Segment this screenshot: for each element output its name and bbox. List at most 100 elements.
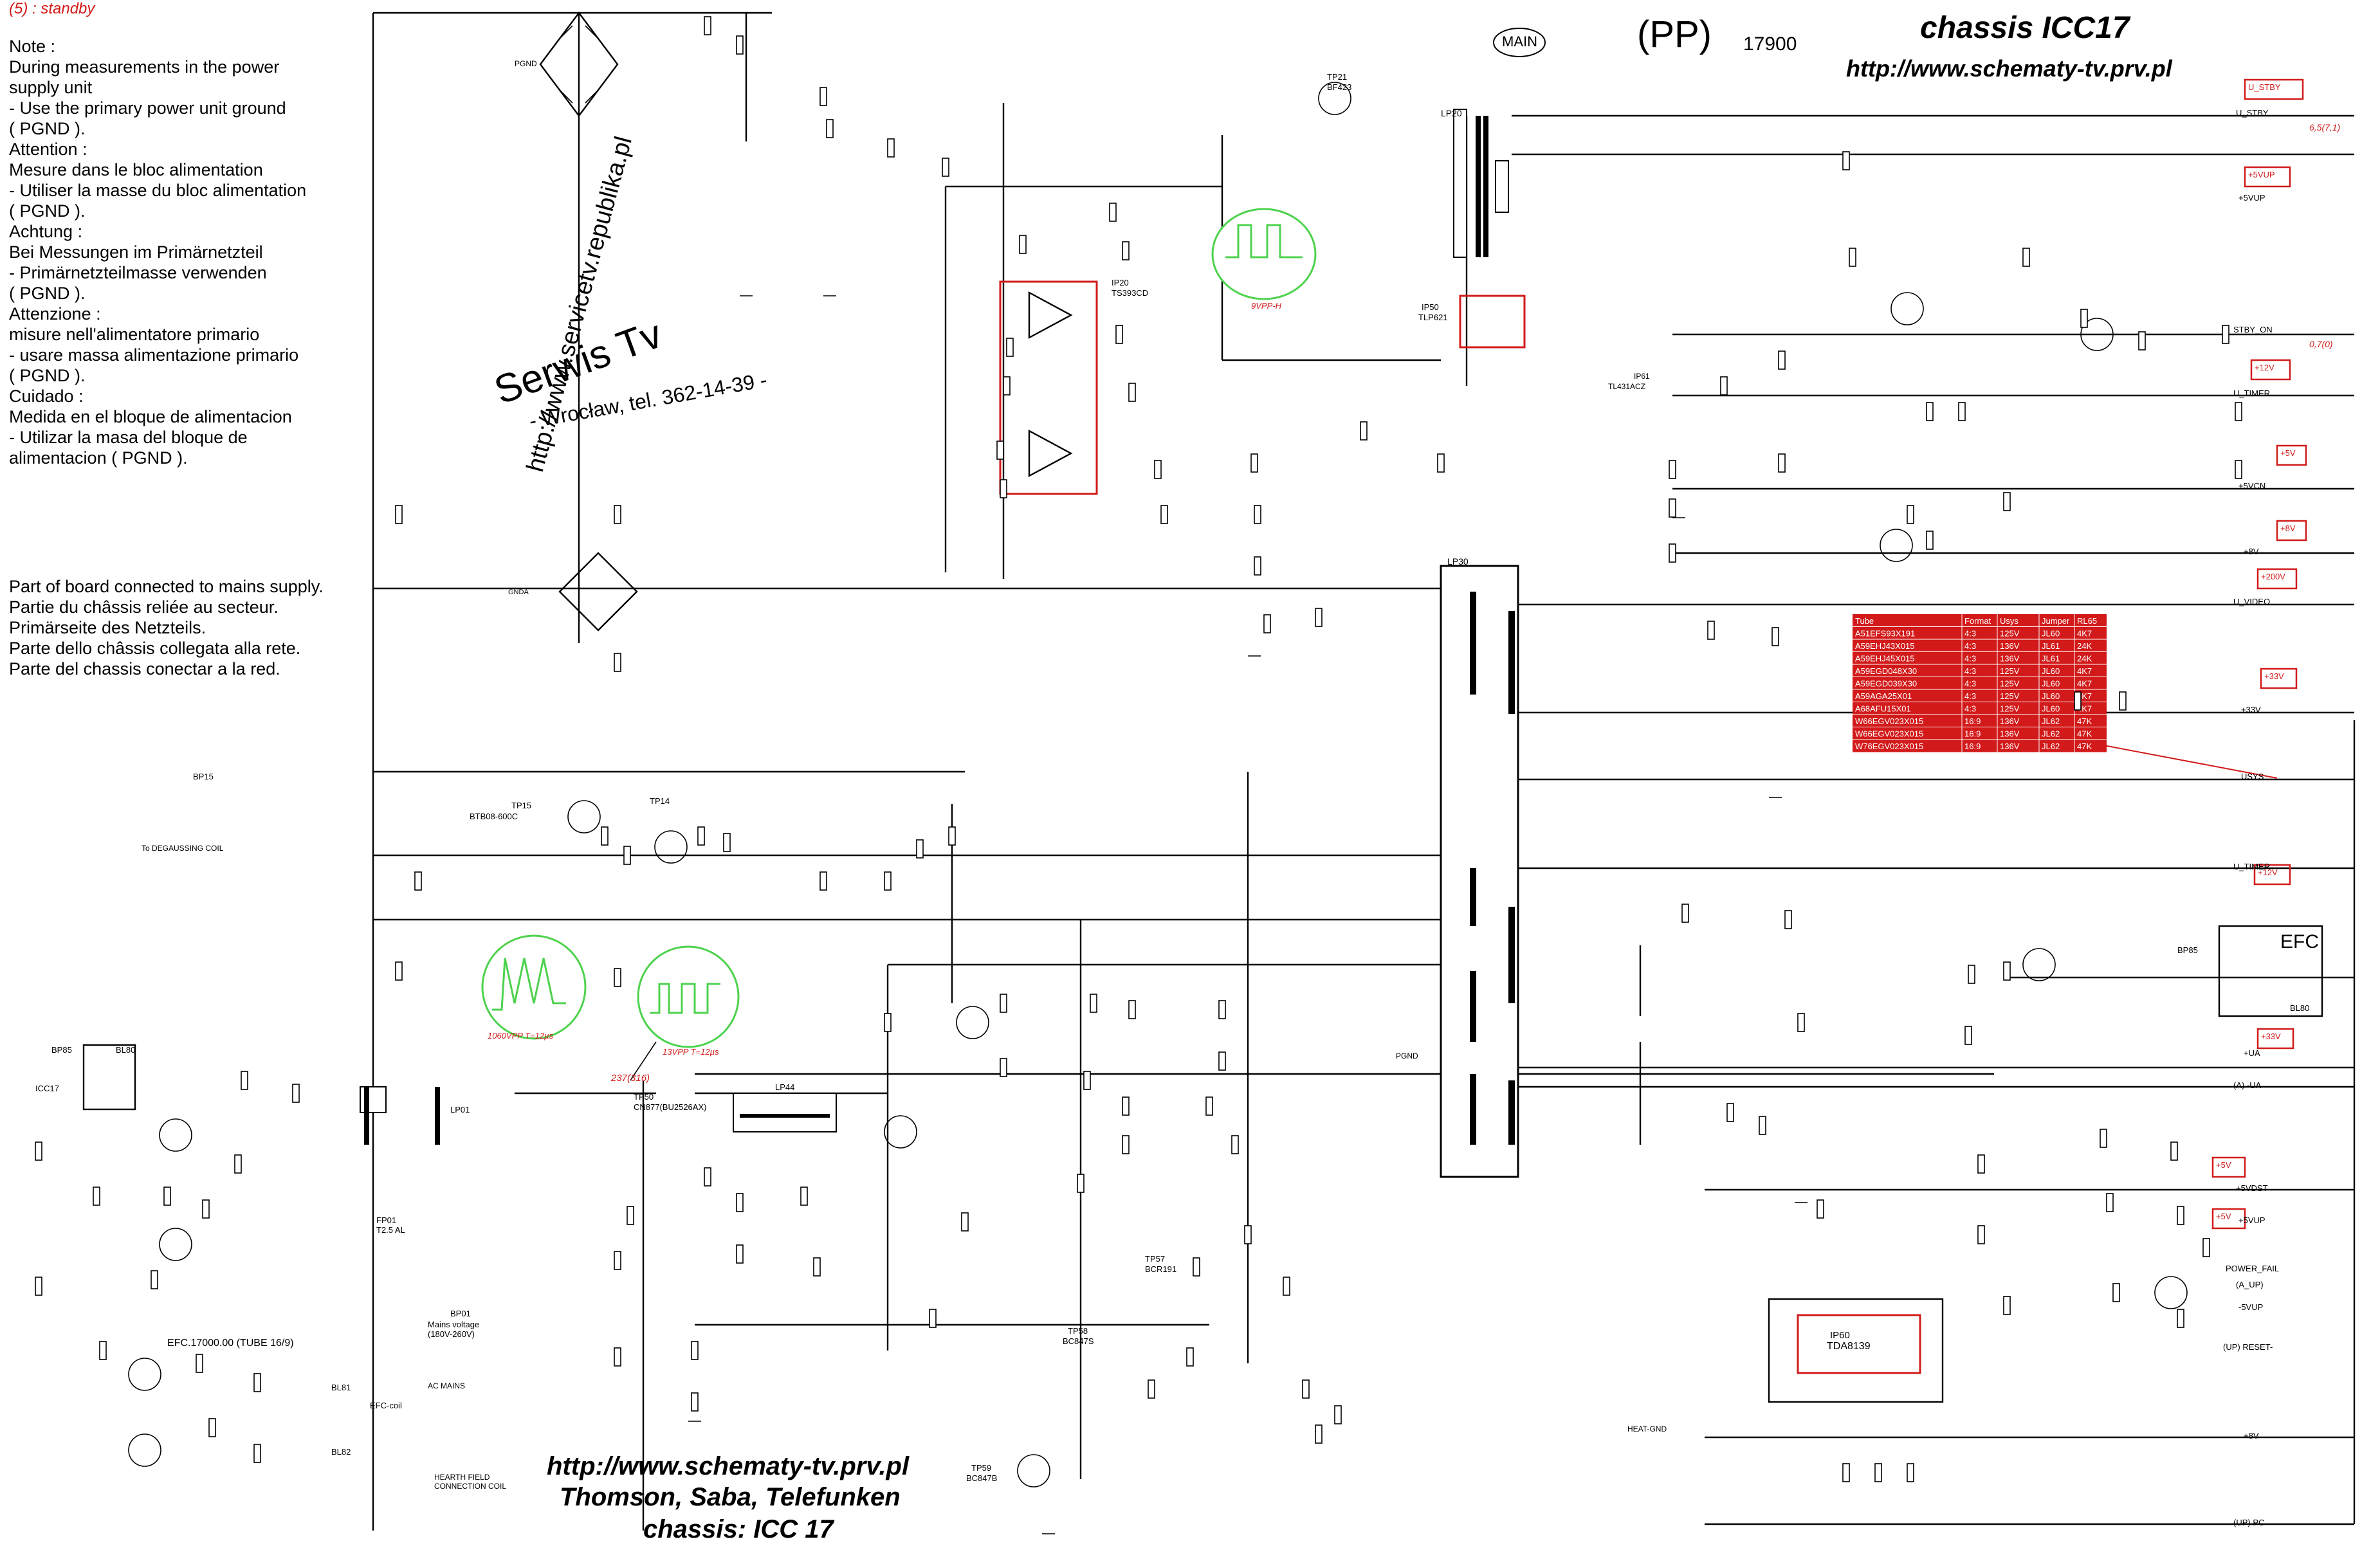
mains-note-line: Parte del chassis conectar a la red. — [9, 659, 280, 678]
resistor-symbol — [942, 158, 949, 177]
resistor-symbol — [1083, 1071, 1091, 1090]
tube-table-cell: 24K — [2077, 641, 2092, 651]
output-voltage: 0,7(0) — [2309, 339, 2333, 349]
label-bl81: BL81 — [331, 1383, 351, 1392]
tube-table-cell: 136V — [2000, 741, 2020, 751]
note-line: misure nell'alimentatore primario — [9, 325, 260, 344]
resistor-symbol — [691, 1341, 699, 1360]
label-hearth: HEARTH FIELD CONNECTION COIL — [434, 1473, 507, 1491]
tube-table-cell: 16:9 — [1964, 729, 1981, 739]
tube-table-cell: A59EHJ45X015 — [1855, 654, 1915, 664]
header-url[interactable]: http://www.schematy-tv.prv.pl — [1846, 55, 2172, 82]
resistor-symbol — [1977, 1225, 1985, 1244]
output-label: +5VUP — [2238, 1215, 2266, 1225]
tube-table-cell: 4:3 — [1964, 641, 1976, 651]
tube-table-cell: 16:9 — [1964, 741, 1981, 751]
output-badge: +33V — [2264, 671, 2284, 681]
mains-note-line: Part of board connected to mains supply. — [9, 577, 324, 596]
label-heatgnd: HEAT-GND — [1627, 1424, 1667, 1433]
note-line: Attention : — [9, 140, 87, 159]
resistor-symbol — [2022, 248, 2030, 267]
tube-table-cell: W76EGV023X015 — [1855, 741, 1923, 751]
resistor-symbol — [704, 16, 711, 35]
waveform-label-4: 237(316) — [611, 1073, 650, 1084]
output-label: (UP) PC — [2233, 1518, 2265, 1527]
output-voltage: 6,5(7,1) — [2309, 122, 2341, 132]
resistor-symbol — [35, 1277, 42, 1296]
waveform-bubble-1 — [1211, 208, 1317, 300]
label-mains: Mains voltage (180V-260V) — [428, 1320, 480, 1339]
pp-code: 17900 — [1743, 33, 1797, 55]
output-label: (A) -UA — [2233, 1080, 2262, 1090]
resistor-symbol — [1726, 1103, 1734, 1122]
resistor-symbol — [1193, 1257, 1200, 1277]
output-label: +33V — [2241, 705, 2261, 714]
tube-table-cell: 47K — [2077, 729, 2092, 739]
resistor-symbol — [2112, 1283, 2120, 1302]
note-line: - usare massa alimentazione primario — [9, 345, 299, 365]
efc-connector-box — [2218, 925, 2323, 1017]
resistor-symbol — [614, 1347, 621, 1367]
resistor-symbol — [253, 1373, 261, 1392]
label-bp85-left: BP85 — [51, 1045, 72, 1055]
resistor-symbol — [961, 1212, 969, 1232]
output-label: U_STBY — [2236, 108, 2269, 118]
resistor-symbol — [1315, 1424, 1323, 1444]
redbox-optocoupler — [1459, 295, 1526, 349]
label-lp20: LP20 — [1441, 108, 1462, 118]
resistor-symbol — [395, 505, 403, 524]
tube-table-cell: 4:3 — [1964, 704, 1976, 714]
label-ip61: IP61 — [1634, 372, 1650, 381]
resistor-symbol — [2003, 961, 2011, 981]
tube-table-cell: JL62 — [2042, 729, 2060, 739]
footer-brands: Thomson, Saba, Telefunken — [560, 1483, 901, 1511]
resistor-symbol — [1771, 627, 1779, 646]
resistor-symbol — [1964, 1026, 1972, 1045]
resistor-symbol — [1926, 402, 1934, 421]
resistor-symbol — [2119, 691, 2127, 711]
tube-table-cell: W66EGV023X015 — [1855, 716, 1923, 726]
tube-table-cell: 136V — [2000, 716, 2020, 726]
output-badge: +200V — [2261, 572, 2285, 581]
label-icc17: ICC17 — [35, 1084, 59, 1093]
tube-table-cell: 4:3 — [1964, 654, 1976, 664]
waveform-bubble-2 — [481, 934, 587, 1040]
tube-table-header: Format — [1964, 616, 1991, 626]
resistor-symbol — [2170, 1141, 2178, 1161]
resistor-symbol — [1669, 543, 1676, 563]
tube-table-cell: 136V — [2000, 641, 2020, 651]
tube-table-cell: 47K — [2077, 741, 2092, 751]
resistor-symbol — [1968, 965, 1975, 984]
resistor-symbol — [1000, 1058, 1007, 1077]
footer-chassis: chassis: ICC 17 — [643, 1515, 834, 1543]
resistor-symbol — [723, 833, 731, 852]
tube-table-cell: A51EFS93X191 — [1855, 629, 1915, 639]
resistor-symbol — [2106, 1193, 2114, 1212]
transformer-lp44 — [733, 1093, 837, 1132]
tube-table-header: Jumper — [2042, 616, 2070, 626]
note-line: - Utilizar la masa del bloque de — [9, 428, 248, 447]
resistor-symbol — [1669, 498, 1676, 518]
resistor-symbol — [1778, 350, 1786, 370]
label-tp50: TP50 — [634, 1092, 654, 1102]
resistor-symbol — [202, 1199, 210, 1219]
resistor-symbol — [1669, 460, 1676, 479]
resistor-symbol — [1231, 1135, 1239, 1154]
resistor-symbol — [2003, 492, 2011, 511]
tube-table-cell: 125V — [2000, 704, 2020, 714]
note-line: Medida en el bloque de alimentacion — [9, 407, 292, 426]
tube-table-cell: A59EGD039X30 — [1855, 679, 1917, 689]
tube-table-cell: JL60 — [2042, 691, 2060, 701]
label-efc: EFC — [2280, 931, 2319, 952]
bl80-connector-box — [82, 1044, 136, 1111]
resistor-symbol — [1122, 241, 1130, 260]
resistor-symbol — [1003, 376, 1011, 396]
output-badge: +5V — [2216, 1160, 2231, 1170]
resistor-symbol — [1759, 1116, 1766, 1135]
output-label: +UA — [2244, 1048, 2260, 1058]
resistor-symbol — [1122, 1135, 1130, 1154]
footer-url[interactable]: http://www.schematy-tv.prv.pl — [547, 1452, 910, 1480]
resistor-symbol — [1907, 1463, 1914, 1482]
